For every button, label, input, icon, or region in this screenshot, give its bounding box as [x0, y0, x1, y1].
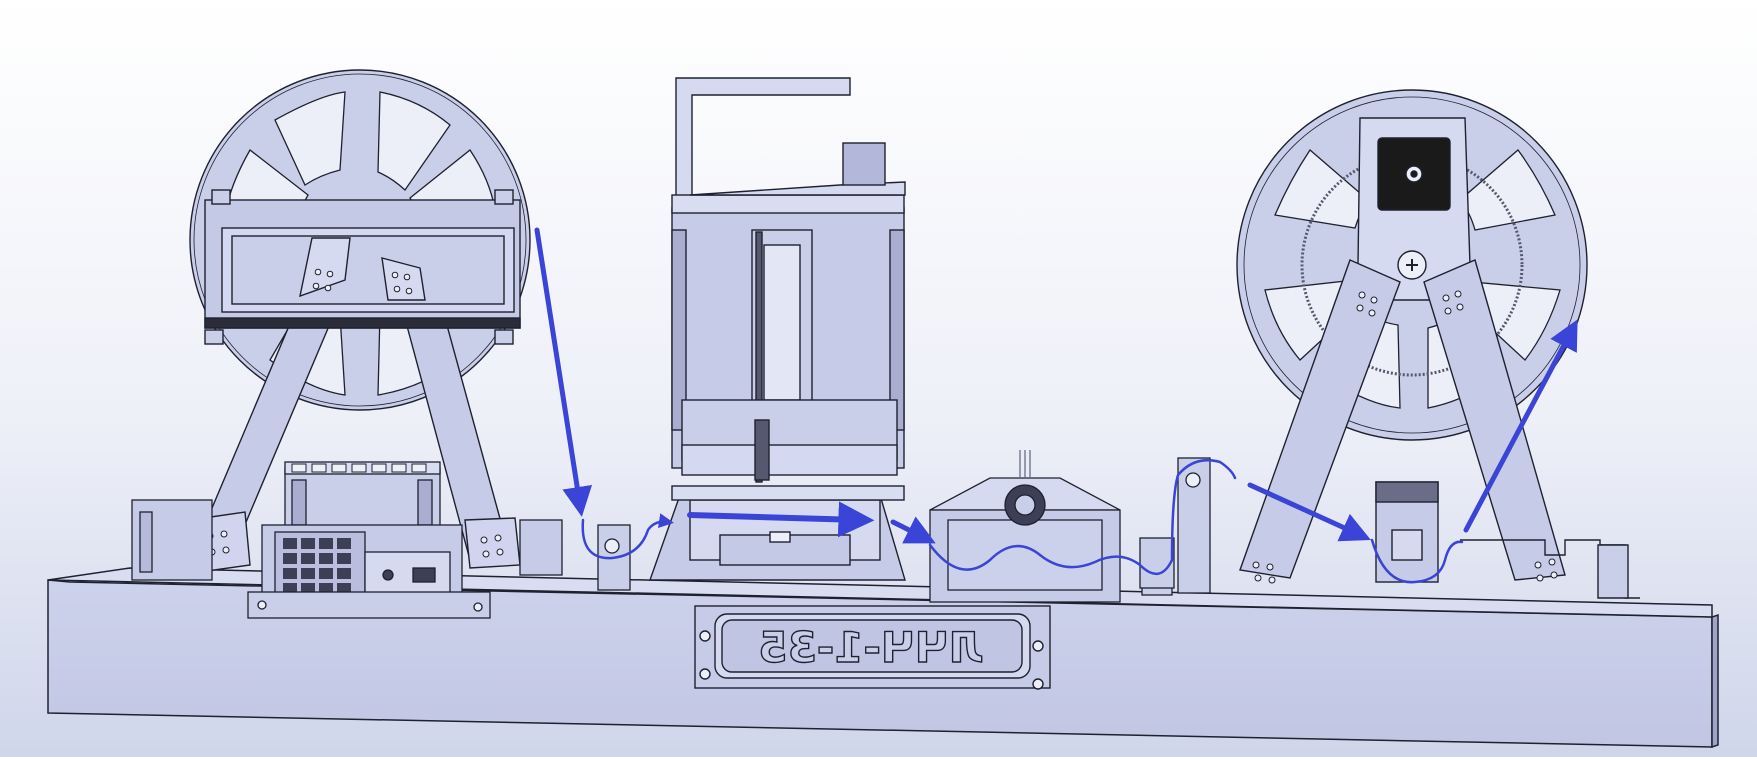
stepper-motor-icon: [929, 450, 1175, 603]
film-path-segment-3: [687, 501, 875, 538]
name-plate-text: ЛЧЧ-1-35: [758, 623, 983, 672]
film-path-segment-7: [1370, 538, 1464, 584]
film-path-segment-2: [581, 513, 674, 560]
name-plate: ЛЧЧ-1-35: [694, 605, 1051, 690]
film-gate-tower: [649, 77, 906, 581]
control-electronics: [131, 461, 563, 619]
left-reel-assembly: [188, 69, 531, 573]
right-reel-assembly: [1236, 89, 1640, 599]
film-path-segment-5: [928, 458, 1237, 575]
film-path-segment-1: [534, 227, 593, 517]
film-path-segment-6: [1247, 482, 1371, 542]
film-path-segment-8: [1463, 319, 1578, 533]
film-path-segment-4: [890, 516, 936, 544]
arrow-path-icon: [534, 227, 1578, 584]
